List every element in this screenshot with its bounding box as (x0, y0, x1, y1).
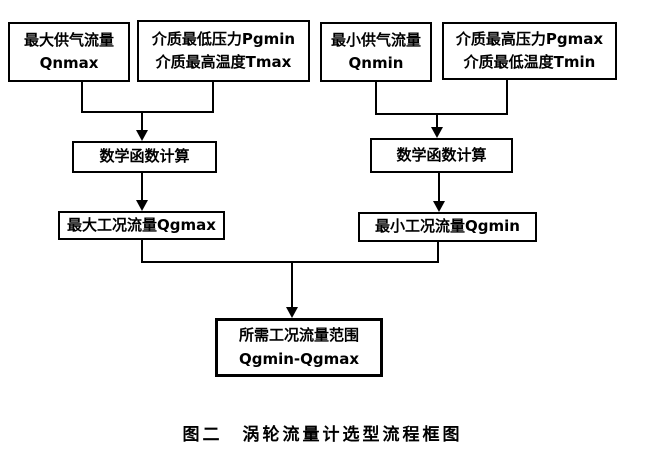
node-pgmin-tmax: 介质最低压力Pgmin 介质最高温度Tmax (137, 20, 310, 82)
node-result: 所需工况流量范围 Qgmin-Qgmax (215, 318, 383, 377)
node-pgmax-tmin-line1: 介质最高压力Pgmax (455, 29, 604, 48)
node-qnmax-line1: 最大供气流量 (23, 30, 114, 49)
connector-qgmax-drop (141, 240, 143, 263)
connector-result-arrow-shaft (291, 263, 293, 308)
node-qnmin: 最小供气流量 Qnmin (320, 22, 432, 82)
connector-calc-right-arrow-shaft (438, 173, 440, 203)
connector-bottom-merge-bar (141, 261, 439, 263)
connector-qgmin-drop (437, 242, 439, 263)
node-calc-right-label: 数学函数计算 (396, 145, 487, 164)
node-calc-left: 数学函数计算 (72, 141, 217, 173)
node-qgmax-label: 最大工况流量Qgmax (67, 215, 216, 234)
connector-left-merge-bar (81, 111, 214, 113)
connector-pgmin-tmax-drop (212, 82, 214, 113)
node-calc-right: 数学函数计算 (370, 138, 513, 173)
node-qgmin: 最小工况流量Qgmin (358, 212, 537, 242)
node-qnmin-line1: 最小供气流量 (330, 30, 421, 49)
node-qnmax: 最大供气流量 Qnmax (8, 22, 130, 82)
connector-qnmax-drop (81, 82, 83, 113)
arrowhead-to-result-icon (286, 307, 298, 318)
connector-pgmax-tmin-drop (506, 80, 508, 115)
node-result-line2: Qgmin-Qgmax (238, 349, 360, 368)
node-qnmax-line2: Qnmax (39, 54, 99, 72)
arrowhead-to-calc-left-icon (136, 130, 148, 141)
node-calc-left-label: 数学函数计算 (99, 147, 190, 166)
figure-caption: 图二 涡轮流量计选型流程框图 (182, 425, 463, 445)
node-pgmax-tmin: 介质最高压力Pgmax 介质最低温度Tmin (442, 22, 617, 80)
connector-right-merge-arrow-shaft (436, 115, 438, 128)
node-pgmax-tmin-line2: 介质最低温度Tmin (463, 53, 596, 71)
connector-qnmin-drop (375, 82, 377, 115)
node-qgmax: 最大工况流量Qgmax (58, 211, 225, 240)
node-result-line1: 所需工况流量范围 (238, 326, 359, 345)
connector-calc-left-arrow-shaft (141, 173, 143, 202)
arrowhead-to-calc-right-icon (431, 127, 443, 138)
node-pgmin-tmax-line1: 介质最低压力Pgmin (151, 29, 296, 48)
connector-left-merge-arrow-shaft (141, 113, 143, 131)
node-qnmin-line2: Qnmin (348, 54, 404, 72)
arrowhead-to-qgmax-icon (136, 200, 148, 211)
connector-right-merge-bar (375, 113, 508, 115)
arrowhead-to-qgmin-icon (433, 201, 445, 212)
node-pgmin-tmax-line2: 介质最高温度Tmax (155, 53, 292, 71)
node-qgmin-label: 最小工况流量Qgmin (375, 217, 520, 236)
